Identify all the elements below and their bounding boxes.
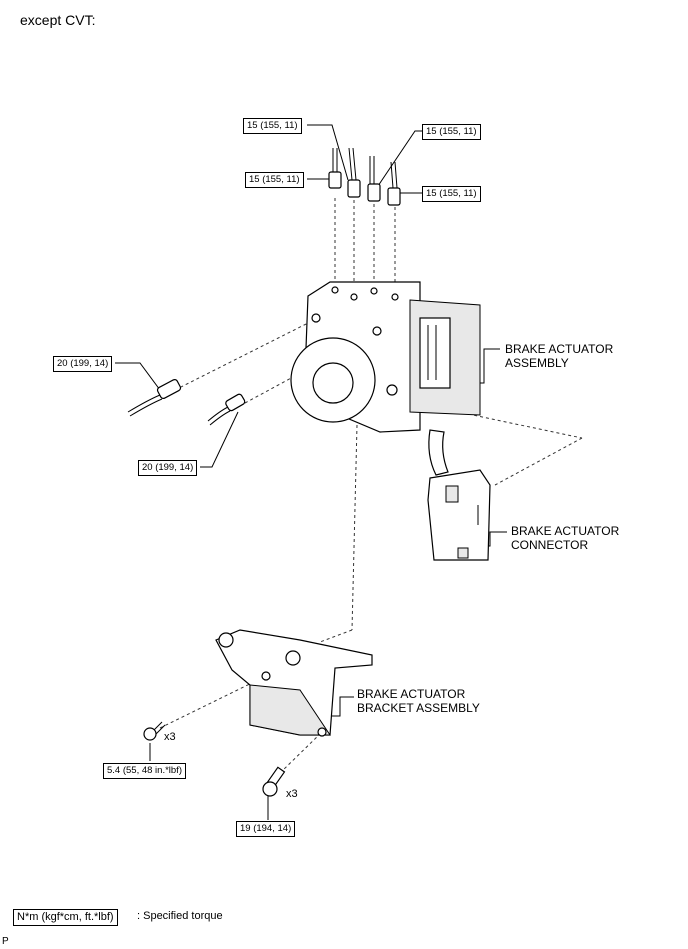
torque-label-pipe-top-left: 15 (155, 11) — [243, 118, 302, 134]
bracket-label-line1: BRAKE ACTUATOR — [357, 687, 466, 701]
connector-label-line2: CONNECTOR — [511, 538, 589, 552]
bolt-large-quantity: x3 — [286, 788, 298, 800]
actuator-label-line1: BRAKE ACTUATOR — [505, 342, 614, 356]
actuator-label-line2: ASSEMBLY — [505, 356, 569, 370]
mounting-bolts — [143, 721, 286, 797]
page-heading: except CVT: — [20, 12, 96, 28]
torque-label-bolt-small: 5.4 (55, 48 in.*lbf) — [103, 763, 186, 779]
brake-actuator-connector — [427, 429, 491, 561]
brake-pipe-flare-nuts — [328, 147, 401, 206]
brake-actuator-bracket-assembly — [215, 629, 373, 737]
connector-label-line1: BRAKE ACTUATOR — [511, 524, 620, 538]
torque-label-pipe-top-right: 15 (155, 11) — [422, 124, 481, 140]
torque-label-tube-lower: 20 (199, 14) — [138, 460, 198, 476]
footer-mark: P — [2, 936, 9, 947]
torque-label-pipe-mid-left: 15 (155, 11) — [245, 172, 304, 188]
torque-label-tube-upper: 20 (199, 14) — [53, 356, 113, 372]
brake-actuator-assembly — [290, 281, 481, 433]
bracket-label-line2: BRACKET ASSEMBLY — [357, 701, 480, 715]
torque-legend-description: : Specified torque — [137, 910, 223, 922]
leader-lines — [115, 124, 507, 820]
left-brake-tubes — [127, 378, 246, 426]
torque-label-bolt-large: 19 (194, 14) — [236, 821, 296, 837]
torque-label-pipe-mid-right: 15 (155, 11) — [422, 186, 481, 202]
torque-unit-legend: N*m (kgf*cm, ft.*lbf) — [13, 909, 118, 926]
bolt-small-quantity: x3 — [164, 731, 176, 743]
